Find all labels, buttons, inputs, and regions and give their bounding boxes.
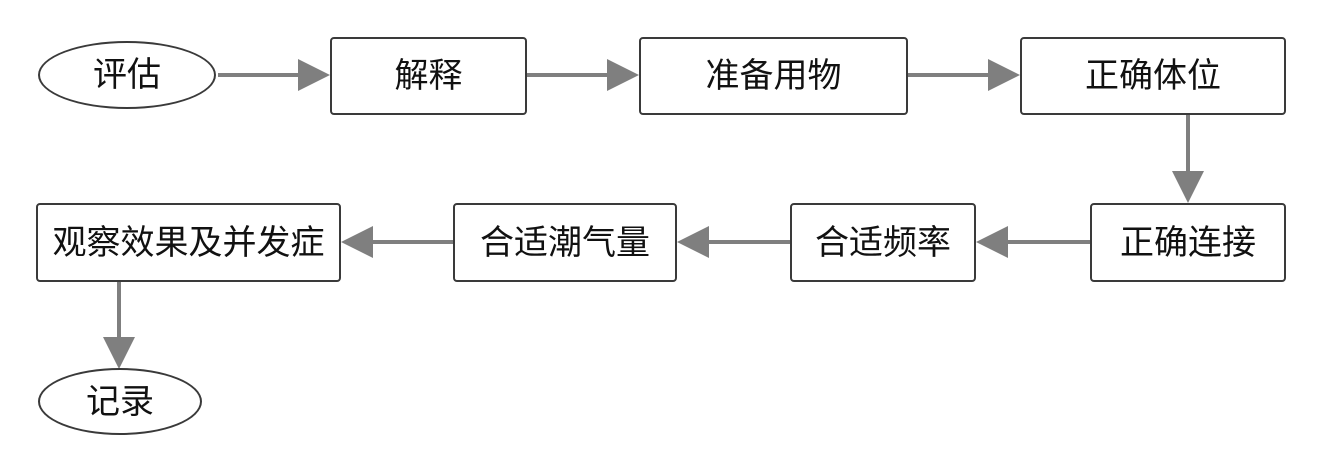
node-observe: 观察效果及并发症 [36,203,341,282]
node-record: 记录 [38,368,202,435]
node-connect: 正确连接 [1090,203,1286,282]
node-position-label: 正确体位 [1085,56,1221,96]
node-assess: 评估 [38,41,216,109]
node-explain: 解释 [330,37,527,115]
node-connect-label: 正确连接 [1120,222,1256,263]
node-tidal-volume-label: 合适潮气量 [480,222,650,263]
node-frequency: 合适频率 [790,203,976,282]
node-prepare-label: 准备用物 [705,56,842,96]
node-explain-label: 解释 [394,56,463,96]
node-assess-label: 评估 [93,55,161,95]
node-prepare: 准备用物 [639,37,908,115]
node-tidal-volume: 合适潮气量 [453,203,677,282]
node-frequency-label: 合适频率 [815,222,951,263]
node-position: 正确体位 [1020,37,1286,115]
node-record-label: 记录 [86,381,154,422]
node-observe-label: 观察效果及并发症 [52,222,325,263]
